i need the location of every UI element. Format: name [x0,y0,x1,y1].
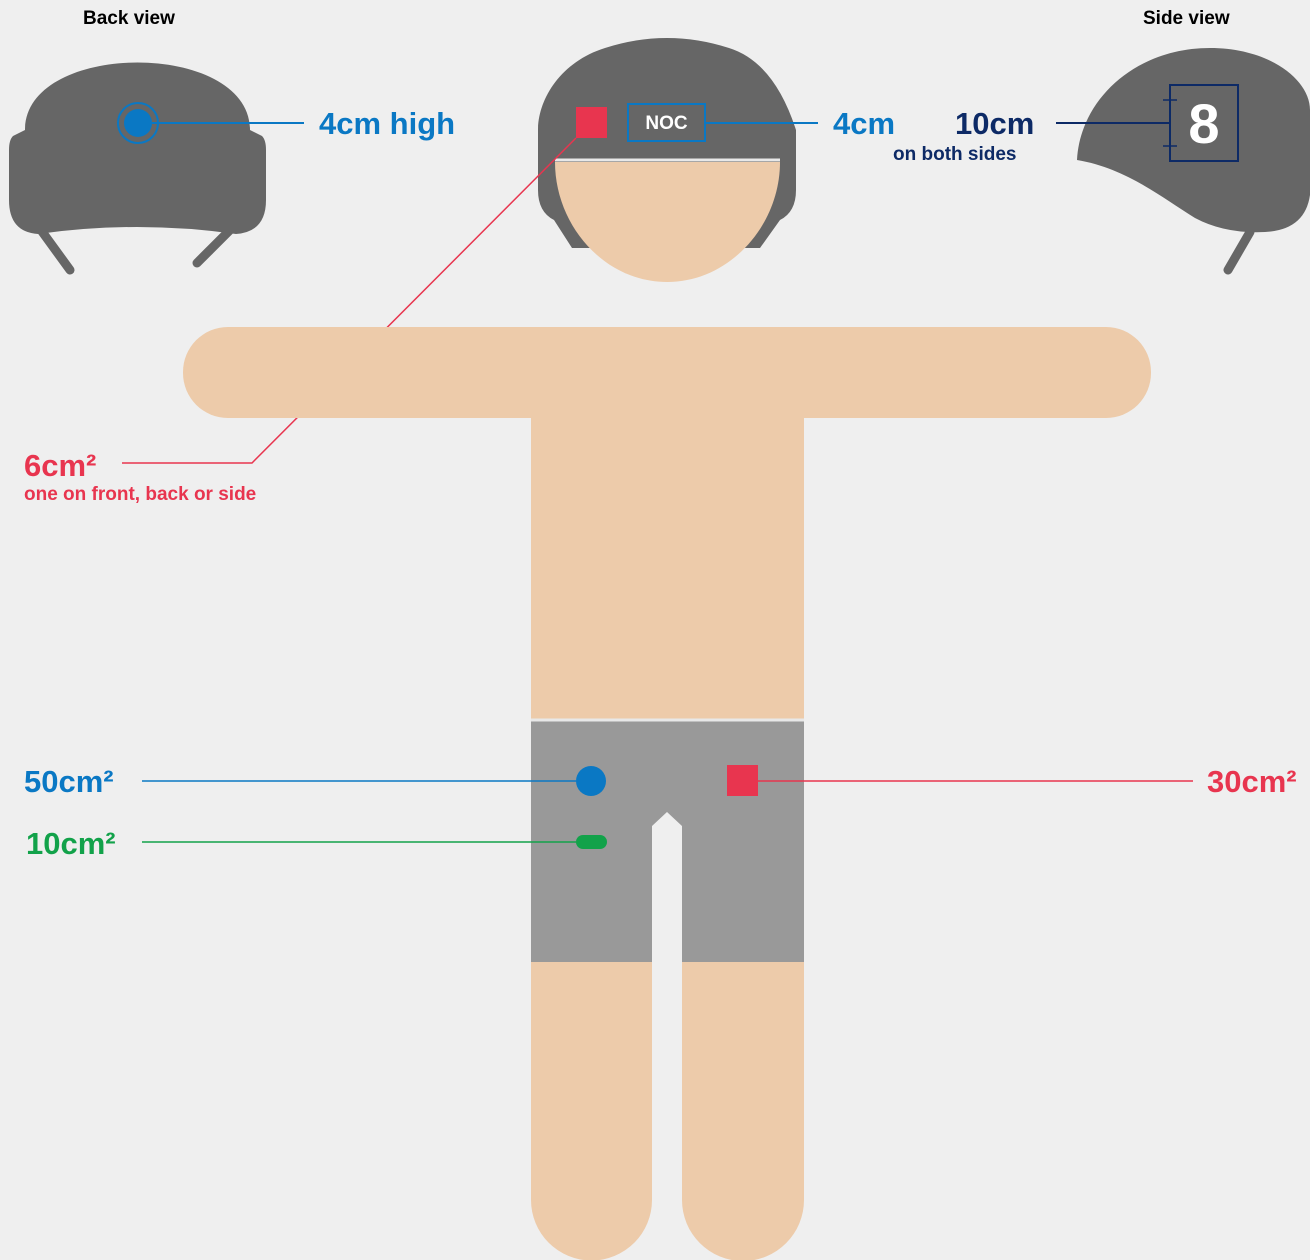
back-cap-body [9,63,266,235]
number-height-label: 10cm [955,108,1034,139]
side-cap-strap [1228,232,1250,270]
number-note-label: on both sides [893,145,1017,164]
left-leg [531,940,652,1260]
swimsuit-right-area-label: 30cm² [1207,766,1297,797]
noc-text: NOC [645,113,688,134]
back-logo-height-label: 4cm high [319,108,455,139]
manufacturer-cap-note-label: one on front, back or side [24,485,256,504]
torso [531,400,804,720]
side-view-title: Side view [1143,9,1230,28]
swimsuit-logo-area-label: 50cm² [24,766,114,797]
swimsuit-small-area-label: 10cm² [26,828,116,859]
trunks-small-mark [576,835,607,849]
back-view-cap [9,63,304,271]
back-cap-logo-dot [124,109,152,137]
cap-manufacturer-mark [576,107,607,138]
trunks-right-mark [727,765,758,796]
back-view-title: Back view [83,9,175,28]
face [555,162,780,282]
right-leg [682,940,804,1260]
swim-trunks [531,720,804,962]
manufacturer-cap-area-label: 6cm² [24,450,96,481]
trunks-logo-dot [576,766,606,796]
side-view-cap: 8 [1056,48,1310,270]
cap-number: 8 [1188,92,1219,155]
body-figure [142,327,1193,1260]
noc-height-label: 4cm [833,108,895,139]
